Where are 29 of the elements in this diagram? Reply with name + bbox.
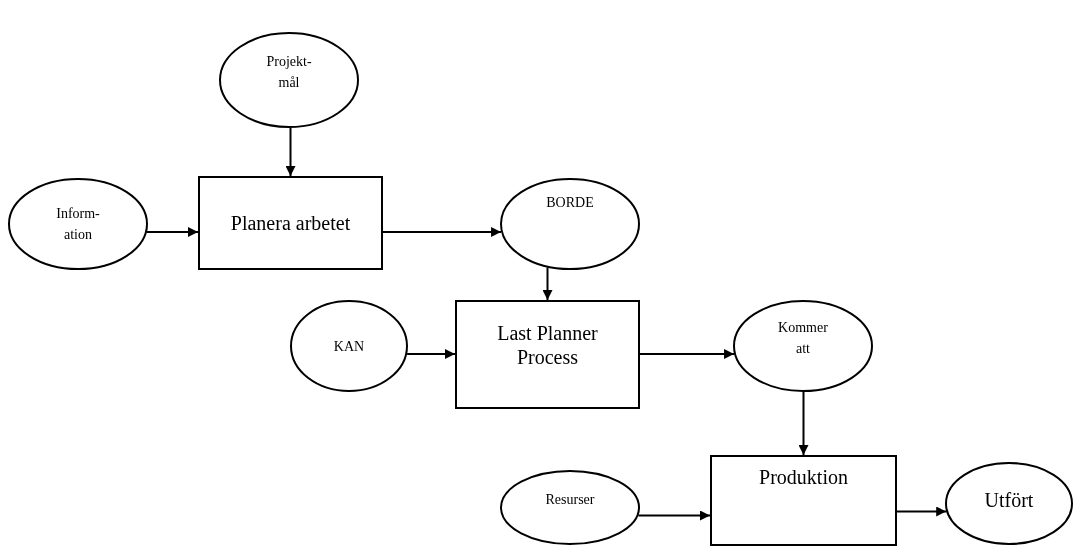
process-box [455, 300, 640, 409]
node-label: Projekt- mål [265, 53, 313, 92]
node-label: Utfört [983, 487, 1035, 512]
arrow [798, 391, 809, 456]
arrow [637, 510, 711, 521]
node-label: Kommer att [777, 319, 829, 358]
ellipse-node [500, 470, 640, 545]
node-label: Planera arbetet [230, 211, 351, 235]
arrow [406, 349, 456, 359]
ellipse-node [945, 462, 1073, 545]
node-label: Inform- ation [55, 205, 101, 244]
arrow [145, 227, 199, 237]
process-box [198, 176, 383, 270]
node-label: KAN [332, 337, 366, 356]
ellipse-node [500, 178, 640, 270]
arrow [382, 227, 503, 237]
arrow [896, 506, 948, 517]
process-box [710, 455, 897, 546]
arrow [285, 127, 296, 177]
node-label: Last Planner Process [496, 320, 599, 369]
ellipse-node [219, 32, 359, 128]
ellipse-node [8, 178, 148, 270]
node-label: Resurser [544, 491, 596, 509]
arrow [542, 266, 553, 301]
node-label: BORDE [545, 193, 595, 212]
arrow [639, 349, 736, 359]
ellipse-node [733, 300, 873, 392]
node-label: Produktion [758, 464, 849, 489]
ellipse-node [290, 300, 408, 392]
